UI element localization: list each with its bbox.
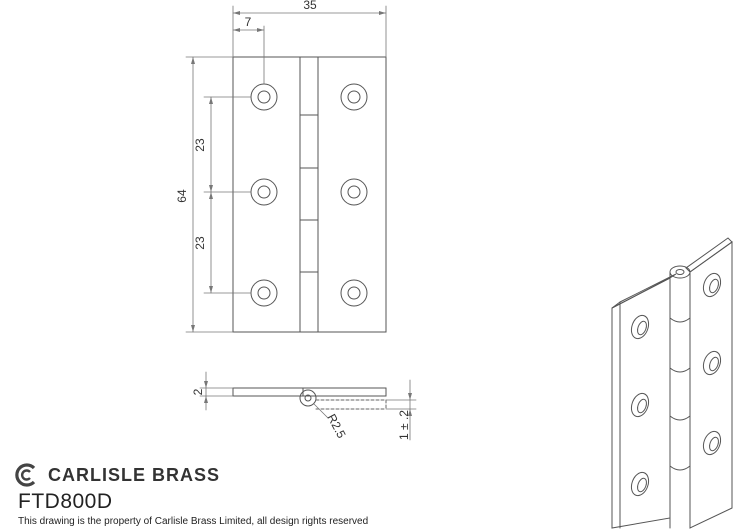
screw-holes-right — [340, 83, 368, 307]
dim-open-gap: 1 ± .2 — [397, 410, 411, 440]
hinge-outline — [232, 56, 387, 333]
iso-knuckle-top — [669, 265, 691, 279]
hinge-pin-section — [299, 389, 317, 407]
dim-width-total: 35 — [303, 0, 317, 12]
brand-block: CARLISLE BRASS — [14, 462, 220, 488]
iso-right-leaf — [689, 241, 733, 529]
footer-notice: This drawing is the property of Carlisle… — [18, 516, 369, 527]
dimension-arrows — [191, 11, 386, 332]
brand-name: CARLISLE BRASS — [48, 464, 221, 485]
dim-pitch-upper: 23 — [193, 138, 207, 152]
dim-radius: R2.5 — [324, 412, 348, 441]
hinge-front-view — [232, 56, 387, 333]
dimension-lines — [185, 5, 387, 333]
product-code: FTD800D — [18, 490, 113, 513]
dim-pitch-lower: 23 — [193, 236, 207, 250]
hinge-side-view — [232, 387, 387, 410]
iso-holes-left — [630, 314, 650, 497]
dim-thickness: 2 — [191, 388, 205, 395]
carlisle-c-logo-icon — [15, 463, 36, 487]
iso-holes-right — [702, 272, 722, 456]
screw-holes-left — [250, 83, 278, 307]
hinge-isometric-view — [611, 237, 733, 529]
dim-hole-offset: 7 — [245, 15, 252, 29]
dim-height-total: 64 — [175, 189, 189, 203]
